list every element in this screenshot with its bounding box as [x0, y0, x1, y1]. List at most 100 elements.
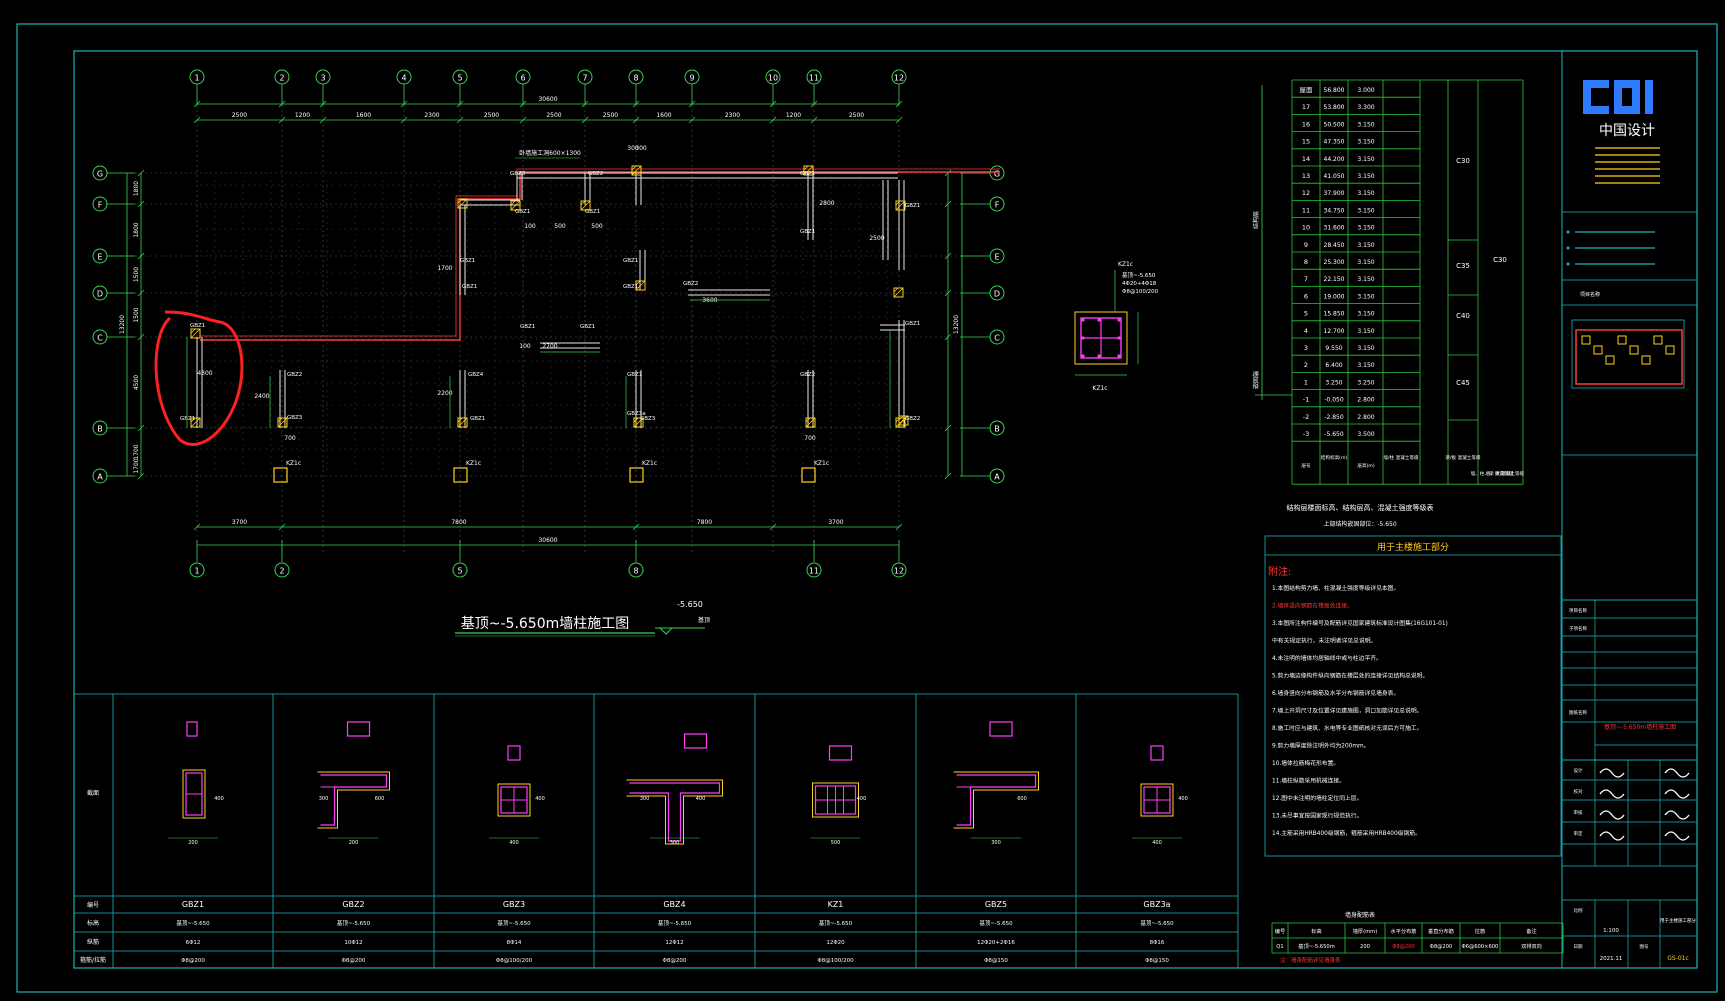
- section-tie-detail: [828, 745, 853, 761]
- hatch: [635, 280, 641, 286]
- tb-row-label: 图纸名称: [1569, 709, 1587, 716]
- elev-level: 19.000: [1324, 293, 1345, 300]
- note-line: 10.墙体拉筋梅花形布置。: [1272, 759, 1339, 767]
- boundary-element: [898, 415, 909, 426]
- tb-drawing-name: 基顶~-5.650m墙柱施工图: [1604, 723, 1676, 731]
- elev-height: 3.150: [1357, 345, 1374, 352]
- col-row-label: 箍筋/拉筋: [80, 956, 106, 964]
- wall-label: GBZ1: [623, 284, 638, 290]
- elev-floor: 13: [1302, 172, 1310, 180]
- outer-frame: [16, 23, 1718, 993]
- wall-table-cell: Φ8@200: [1430, 944, 1452, 950]
- elev-height: 3.150: [1357, 242, 1374, 249]
- hatch: [803, 165, 814, 176]
- key-plan-unit: [1593, 345, 1603, 355]
- hatch: [190, 417, 201, 428]
- elev-height: 3.150: [1357, 293, 1374, 300]
- section-dim: 200: [188, 840, 198, 846]
- section-tie-detail: [346, 721, 371, 737]
- wall-table-header: 备注: [1526, 927, 1536, 935]
- key-plan-unit: [1581, 335, 1591, 345]
- misc-dim: 2200: [437, 390, 452, 397]
- axis-label-top: 8: [633, 74, 638, 83]
- axis-label-right: G: [994, 170, 1000, 179]
- dim-tick: [769, 116, 777, 124]
- elev-level: 56.800: [1324, 87, 1345, 94]
- axis-label-top: 6: [520, 74, 525, 83]
- wall-label: GBZ2: [683, 281, 698, 287]
- dim-tick: [319, 116, 327, 124]
- elev-level: 28.450: [1324, 242, 1345, 249]
- hatch: [633, 417, 644, 428]
- dim-right-total: 13200: [953, 315, 960, 334]
- axis-bubble-top: [577, 69, 593, 85]
- elev-height: 3.150: [1357, 225, 1374, 232]
- section-outline: [953, 771, 1039, 829]
- section-outline: [317, 771, 390, 829]
- section-dim: 400: [1152, 840, 1162, 846]
- axis-label-top: 1: [194, 74, 199, 83]
- elev-height: 3.000: [1357, 87, 1374, 94]
- misc-dim: 700: [804, 435, 816, 442]
- section-stirrup: [629, 782, 721, 842]
- dim-tick: [944, 424, 952, 432]
- dim-tick: [278, 100, 286, 108]
- boundary-element: [510, 200, 521, 211]
- elev-floor: 12: [1302, 189, 1310, 197]
- note-line: 12.图中未注明的墙柱定位同上层。: [1272, 794, 1362, 802]
- boundary-element: [633, 417, 644, 428]
- dim-tick: [400, 116, 408, 124]
- wall-label: GBZ4: [468, 372, 484, 378]
- elev-floor: 14: [1302, 155, 1310, 163]
- note-line: 3.本图所注构件编号及配筋详见国家建筑标准设计图集(16G101-01): [1272, 619, 1448, 627]
- dim-tick: [944, 333, 952, 341]
- elev-height: 2.800: [1357, 397, 1374, 404]
- misc-dim: 1700: [437, 265, 452, 272]
- note-line: 14.主筋采用HRB400级钢筋，箍筋采用HRB400级钢筋。: [1272, 829, 1421, 837]
- grade-label: C40: [1456, 312, 1470, 320]
- elev-level: 12.700: [1324, 328, 1345, 335]
- hatch: [277, 417, 283, 423]
- signature: [1664, 768, 1690, 778]
- dim-tick: [944, 472, 952, 480]
- section-dim: 400: [857, 796, 867, 802]
- note-line: 5.剪力墙边缘构件纵向钢筋在楼层处的连接详见结构总说明。: [1272, 672, 1428, 680]
- hatch: [893, 287, 904, 298]
- wall-label: GBZ1: [585, 209, 600, 215]
- dim-tick: [193, 523, 201, 531]
- tb-scale: 1:100: [1603, 928, 1619, 934]
- axis-label-left: B: [97, 425, 103, 434]
- axis-bubble-bottom: [274, 562, 290, 578]
- elev-floor: 15: [1302, 138, 1310, 146]
- axis-label-bottom: 8: [633, 567, 638, 576]
- hatch: [277, 417, 288, 428]
- signature: [1664, 810, 1690, 820]
- signature: [1664, 831, 1690, 841]
- elev-header: 层高(m): [1357, 462, 1374, 469]
- axis-label-top: 3: [320, 74, 325, 83]
- elev-floor: 9: [1304, 241, 1308, 249]
- elev-height: 3.300: [1357, 104, 1374, 111]
- col-id: GBZ3a: [1143, 900, 1170, 909]
- dim-tick: [193, 116, 201, 124]
- elev-height: 3.150: [1357, 259, 1374, 266]
- wall-table-footnote: 注：墙身配筋详见墙身表: [1280, 956, 1341, 964]
- axis-bubble-top: [315, 69, 331, 85]
- wall-table-cell: Φ6@600×600: [1462, 944, 1499, 950]
- col-bars: 8Φ14: [507, 940, 522, 946]
- dim-top-text: 2500: [546, 112, 561, 119]
- misc-dim: 500: [554, 223, 566, 230]
- section-stirrup: [956, 774, 1037, 826]
- axis-label-top: 9: [689, 74, 694, 83]
- dim-tick: [137, 333, 145, 341]
- axis-bubble-right: [989, 468, 1005, 484]
- elev-header: 墙/柱 混凝土等级: [1383, 454, 1419, 461]
- axis-label-top: 4: [401, 74, 406, 83]
- section-tie-detail: [1150, 745, 1164, 761]
- axis-bubble-top: [515, 69, 531, 85]
- misc-dim: 2800: [819, 200, 834, 207]
- dim-left-text: 1800: [133, 181, 140, 196]
- col-row-label: 标高: [87, 919, 99, 927]
